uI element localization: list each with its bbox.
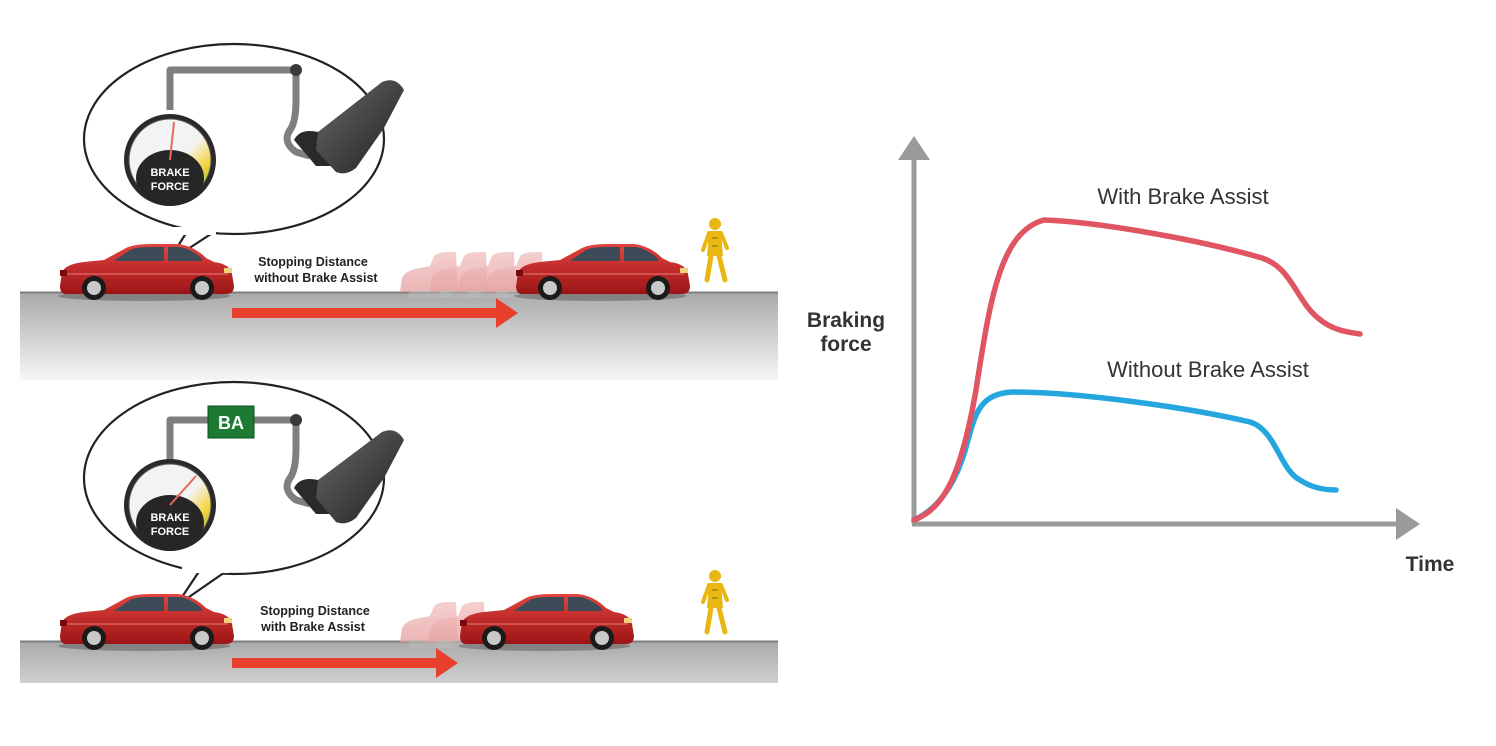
driver-leg-bottom: [316, 430, 404, 524]
car-stop-bottom: [457, 593, 635, 652]
stopping-distance-arrow-bottom: [232, 648, 458, 678]
stopping-distance-arrow-top: [232, 298, 518, 328]
car-start-top: [57, 243, 235, 302]
gauge-needle-top: [169, 121, 175, 161]
x-axis-label: Time: [1406, 553, 1455, 576]
distance-label-top-2: without Brake Assist: [253, 271, 378, 285]
gauge-needle-bottom: [169, 475, 197, 506]
legend-with-brake-assist: With Brake Assist: [1097, 184, 1268, 209]
driver-leg-top: [316, 80, 404, 174]
y-axis-arrowhead: [898, 136, 930, 160]
distance-label-bottom-2: with Brake Assist: [260, 620, 366, 634]
bottom-panel: BA BRAKE FORCE Stopping Distance with Br…: [20, 380, 778, 683]
car-start-bottom: [57, 593, 235, 652]
series-line-without-brake-assist: [911, 389, 1339, 523]
series-line-with-brake-assist: [911, 217, 1363, 523]
ba-badge: BA: [207, 405, 255, 439]
x-axis-arrowhead: [1396, 508, 1420, 540]
gauge-label-bottom-2: FORCE: [151, 526, 190, 538]
braking-force-graph: With Brake Assist Without Brake Assist B…: [807, 136, 1454, 576]
gauge-label-top-1: BRAKE: [150, 167, 189, 179]
gauge-label-top-2: FORCE: [151, 181, 190, 193]
pedestrian-top: [703, 218, 727, 280]
legend-without-brake-assist: Without Brake Assist: [1107, 357, 1309, 382]
distance-label-bottom-1: Stopping Distance: [260, 604, 370, 618]
brake-force-gauge-bottom: BRAKE FORCE: [124, 459, 216, 551]
pedestrian-bottom: [703, 570, 727, 632]
road-top: [20, 292, 778, 380]
ba-badge-label: BA: [218, 413, 244, 433]
y-axis-label-2: force: [820, 333, 871, 356]
distance-label-top-1: Stopping Distance: [258, 255, 368, 269]
y-axis-label-1: Braking: [807, 309, 885, 332]
top-panel: BRAKE FORCE Stopping Distance without Br…: [20, 42, 778, 380]
gauge-label-bottom-1: BRAKE: [150, 512, 189, 524]
brake-force-gauge-top: BRAKE FORCE: [124, 114, 216, 206]
